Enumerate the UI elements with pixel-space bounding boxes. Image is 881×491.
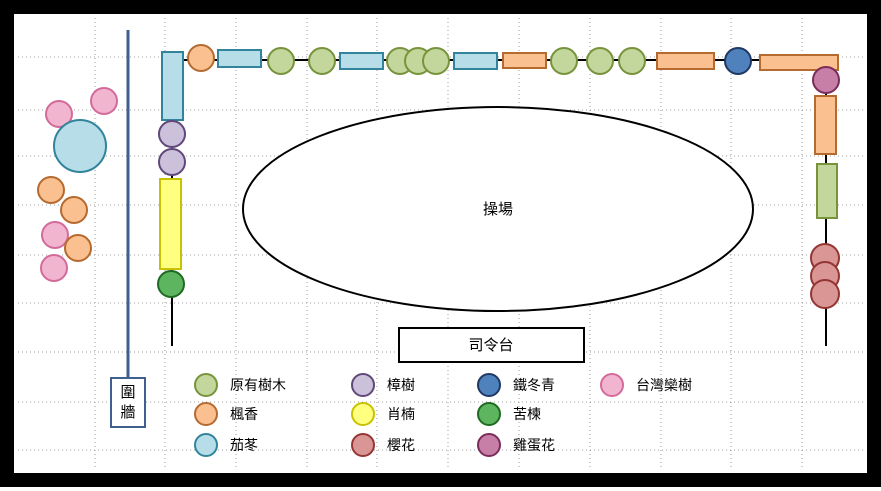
goldenrain-tree: [45, 100, 73, 128]
legend-label-original: 原有樹木: [230, 378, 286, 394]
legend-swatch-cherry: [351, 433, 375, 457]
wall-label-box: [110, 377, 146, 428]
sweetgum-block: [759, 54, 839, 71]
top-row-trees: [161, 44, 839, 121]
platform-box: [398, 327, 585, 363]
legend-swatch-original: [194, 373, 218, 397]
legend-swatch-chinaberry: [477, 402, 501, 426]
frangipani-tree: [812, 66, 840, 94]
legend-swatch-holly: [477, 373, 501, 397]
legend-label-bishopwood: 茄苳: [230, 437, 258, 454]
legend-swatch-camphor: [351, 373, 375, 397]
bishopwood-block: [339, 52, 384, 70]
outside-wall-trees: [37, 87, 118, 282]
legend-label-chinaberry: 苦楝: [513, 407, 541, 423]
legend-label-sweetgum: 楓香: [230, 407, 258, 423]
legend-label-cherry: 櫻花: [387, 437, 415, 454]
chinaberry-tree: [157, 270, 185, 298]
right-column-trees: [810, 66, 840, 309]
left-column-trees: [157, 120, 186, 298]
legend-label-frangipani: 雞蛋花: [513, 438, 555, 454]
legend-label-goldenrain: 台灣欒樹: [636, 378, 692, 394]
camphor-tree: [158, 120, 186, 148]
original-tree-block: [816, 163, 838, 219]
sweetgum-tree: [60, 196, 88, 224]
cherry-tree: [810, 279, 840, 309]
sweetgum-tree: [187, 44, 215, 72]
sweetgum-block: [502, 52, 547, 69]
bishopwood-tree: [53, 119, 107, 173]
legend-label-camphor: 樟樹: [387, 377, 415, 394]
camphor-tree: [158, 148, 186, 176]
bishopwood-block: [453, 52, 498, 70]
sweetgum-block: [814, 95, 837, 155]
playground-ellipse: [242, 106, 754, 312]
legend-label-holly: 鐵冬青: [513, 377, 555, 394]
legend-label-podocarpus: 肖楠: [387, 407, 415, 423]
legend-swatch-bishopwood: [194, 433, 218, 457]
original-tree: [308, 47, 336, 75]
original-tree: [550, 47, 578, 75]
wall-label-1: 圍: [120, 383, 135, 401]
wall-label-2: 牆: [120, 403, 135, 421]
sweetgum-block: [656, 52, 715, 70]
bishopwood-block: [217, 49, 262, 68]
holly-tree: [724, 47, 752, 75]
sweetgum-tree: [64, 234, 92, 262]
legend-swatch-goldenrain: [600, 373, 624, 397]
original-tree: [422, 47, 450, 75]
sweetgum-tree: [37, 176, 65, 204]
original-tree: [586, 47, 614, 75]
goldenrain-tree: [40, 254, 68, 282]
goldenrain-tree: [90, 87, 118, 115]
podocarpus-block: [159, 178, 182, 270]
legend-swatch-frangipani: [477, 433, 501, 457]
legend-swatch-sweetgum: [194, 402, 218, 426]
platform-label: 司令台: [468, 336, 513, 354]
goldenrain-tree: [41, 221, 69, 249]
bishopwood-block: [161, 51, 184, 121]
original-tree: [618, 47, 646, 75]
original-tree: [267, 47, 295, 75]
playground-label: 操場: [483, 200, 513, 218]
legend-swatch-podocarpus: [351, 402, 375, 426]
